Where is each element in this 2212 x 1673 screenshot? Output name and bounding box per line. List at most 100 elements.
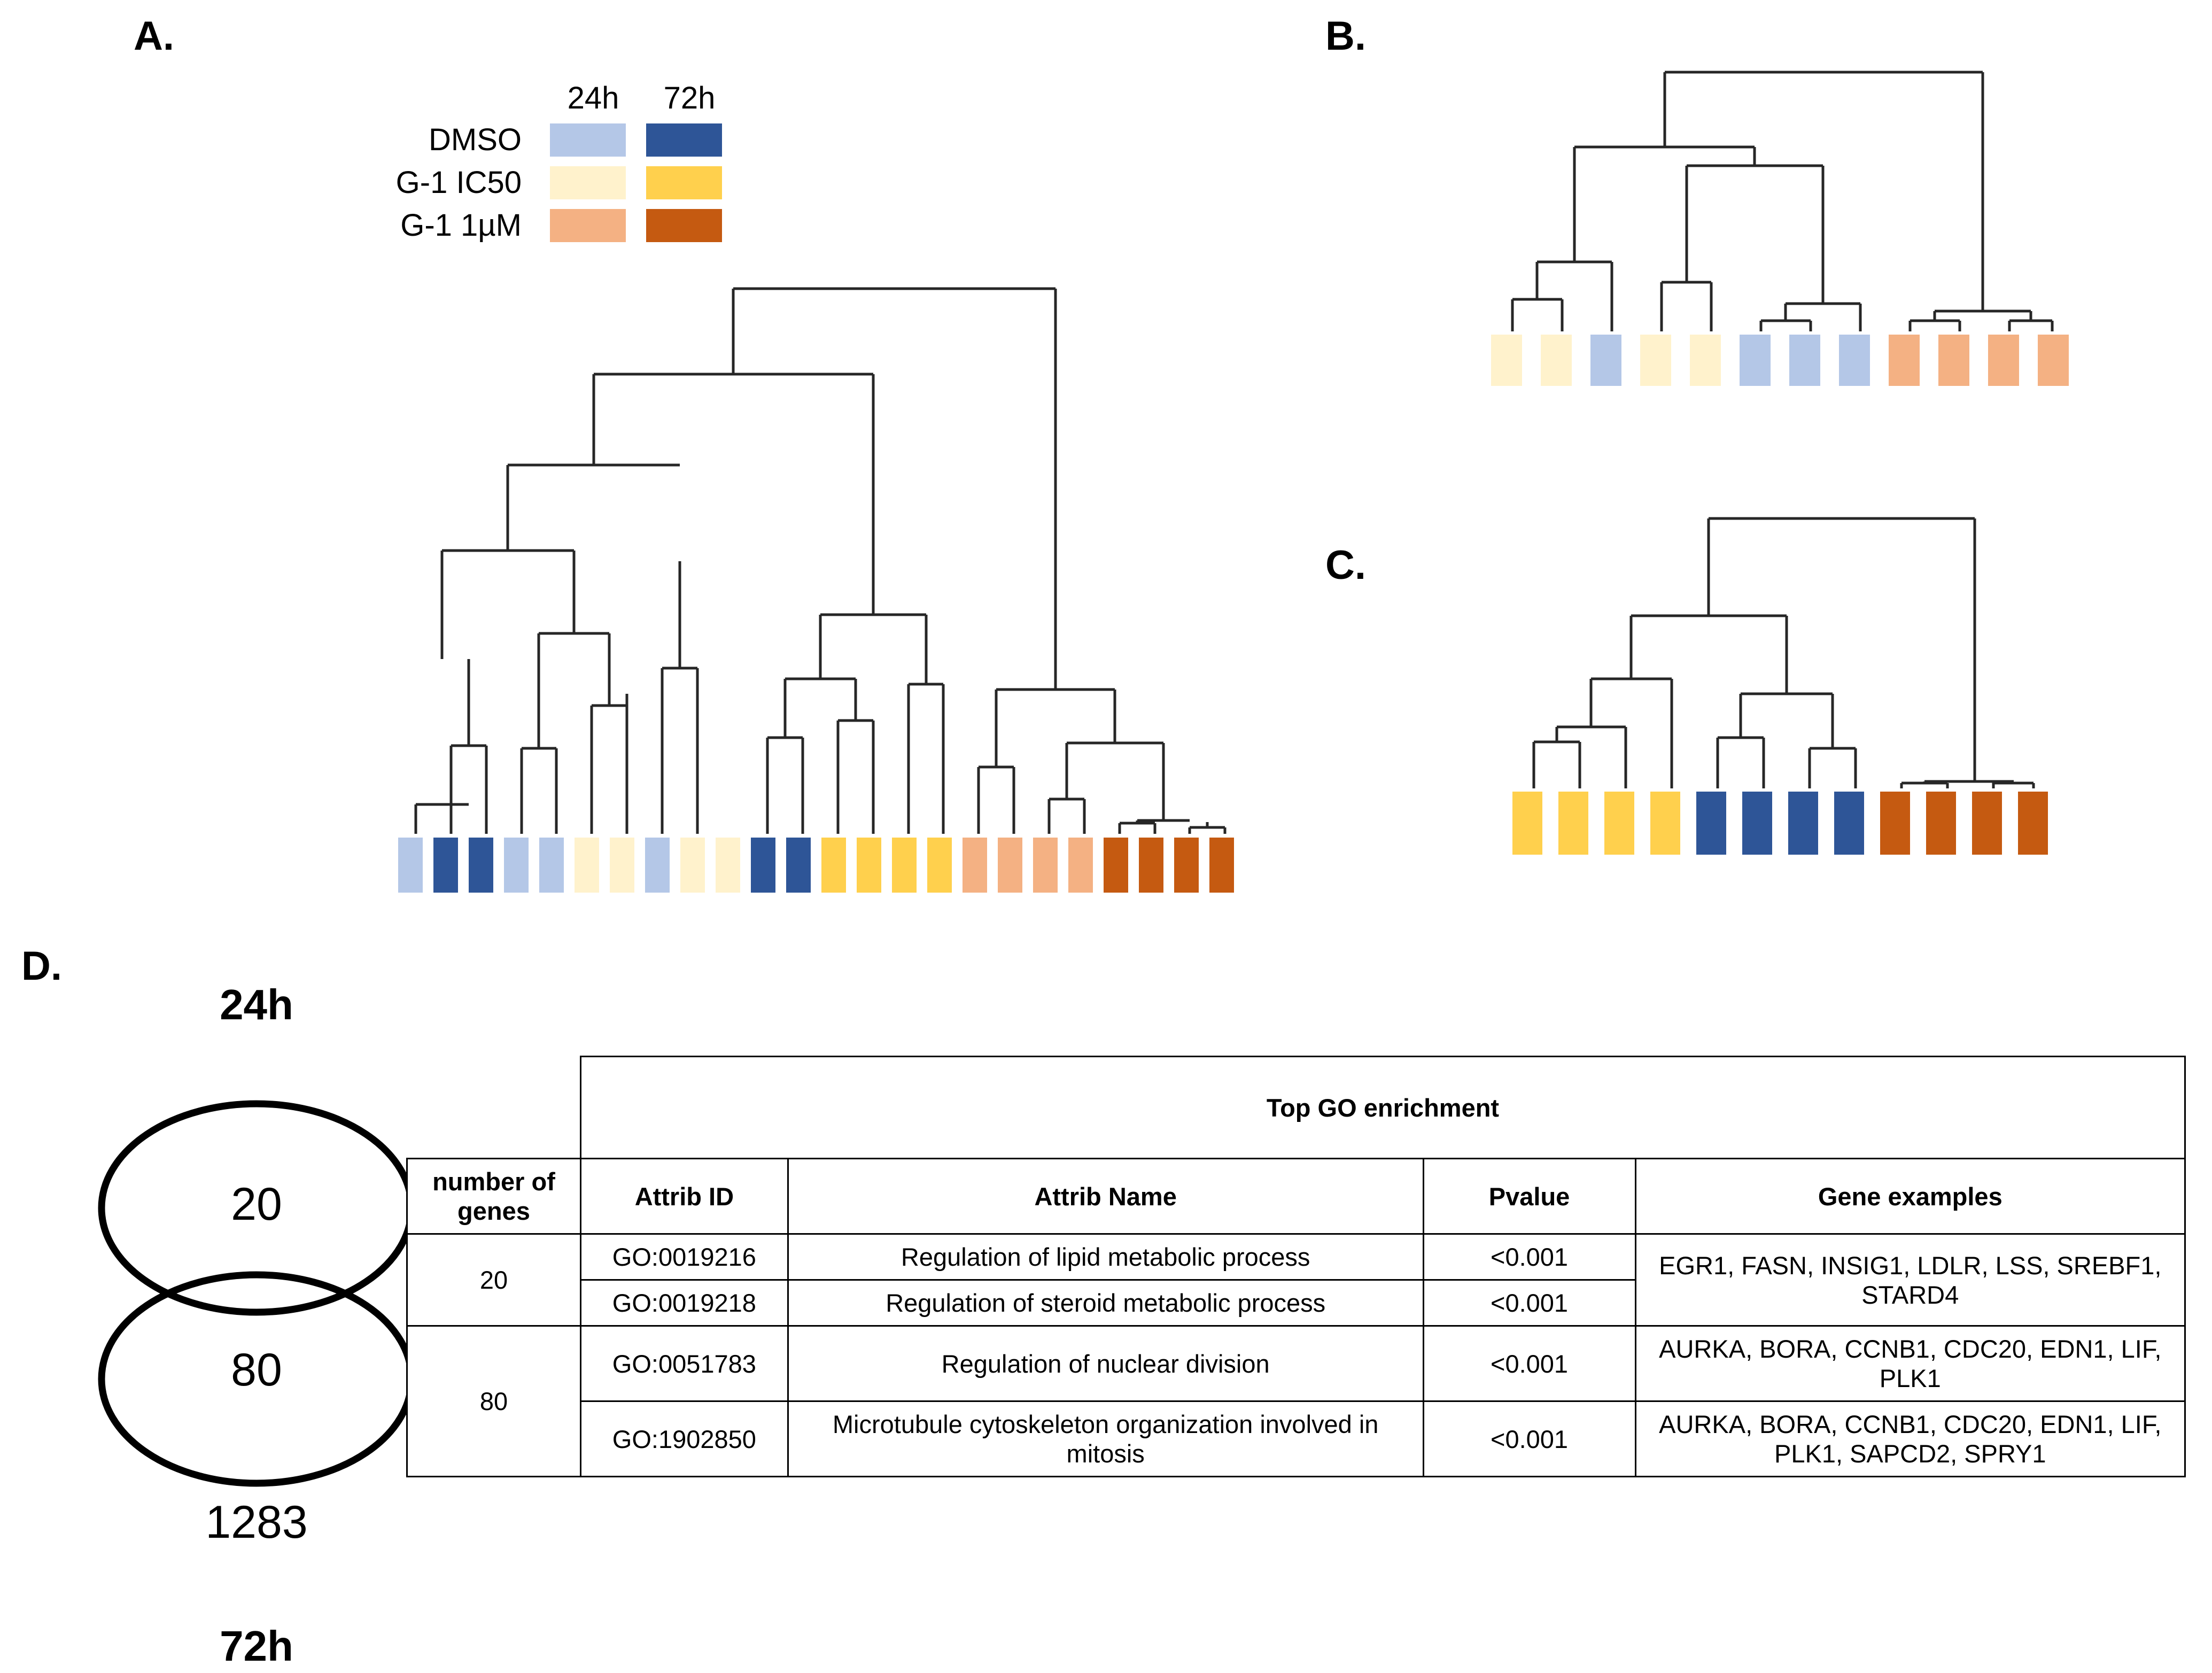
go-enrichment-table: Top GO enrichment number of genes Attrib… <box>406 1056 2186 1477</box>
dendrogram-panel-b <box>1491 32 2074 386</box>
cell-gene-examples: AURKA, BORA, CCNB1, CDC20, EDN1, LIF, PL… <box>1634 1325 2186 1402</box>
header-pvalue: Pvalue <box>1422 1158 1636 1235</box>
dendrogram-b-svg <box>1511 71 2054 331</box>
legend-swatch-g1-ic50-24h <box>550 166 626 199</box>
venn-value-shared: 80 <box>231 1344 282 1396</box>
legend-row-dmso: DMSO <box>353 123 738 157</box>
table-row: GO:1902850 Microtubule cytoskeleton orga… <box>407 1400 2186 1477</box>
leaf-bar <box>680 838 705 893</box>
table-supertitle-cell: Top GO enrichment <box>579 1056 2186 1159</box>
leaf-bar <box>1972 792 2002 855</box>
panel-d-label: D. <box>21 943 62 989</box>
leaf-bar <box>433 838 458 893</box>
leaf-bar <box>751 838 775 893</box>
cell-attrib-name: Regulation of steroid metabolic process <box>787 1279 1424 1327</box>
leaf-bar <box>857 838 881 893</box>
leaf-bar <box>610 838 634 893</box>
leaf-bar <box>398 838 423 893</box>
leaf-bar <box>1590 335 1621 386</box>
legend-row-g1-1um: G-1 1µM <box>353 209 738 242</box>
venn-top-label: 24h <box>220 981 293 1028</box>
legend-label-g1-ic50: G-1 IC50 <box>395 165 522 200</box>
dendrogram-b-leaf-bars <box>1491 335 2069 386</box>
legend-time-24h: 24h <box>567 81 619 115</box>
legend-swatch-g1-ic50-72h <box>646 166 722 199</box>
leaf-bar <box>1938 335 1969 386</box>
panel-c-label: C. <box>1325 543 1366 588</box>
leaf-bar <box>1789 335 1820 386</box>
leaf-bar <box>1788 792 1818 855</box>
leaf-bar <box>645 838 670 893</box>
leaf-bar <box>1104 838 1128 893</box>
table-header-row: number of genes Attrib ID Attrib Name Pv… <box>406 1158 2186 1235</box>
venn-bottom-label: 72h <box>220 1622 293 1670</box>
leaf-bar <box>2038 335 2069 386</box>
leaf-bar <box>786 838 811 893</box>
cell-pvalue: <0.001 <box>1422 1325 1636 1402</box>
leaf-bar <box>1889 335 1920 386</box>
leaf-bar <box>1880 792 1910 855</box>
cell-attrib-name: Microtubule cytoskeleton organization in… <box>787 1400 1424 1477</box>
leaf-bar <box>1988 335 2019 386</box>
table-row: 80 GO:0051783 Regulation of nuclear divi… <box>406 1325 2186 1477</box>
legend-swatch-g1-1um-24h <box>550 209 626 242</box>
legend-label-dmso: DMSO <box>429 122 522 157</box>
leaf-bar <box>1512 792 1542 855</box>
leaf-bar <box>469 838 493 893</box>
leaf-bar <box>1839 335 1870 386</box>
cell-attrib-name: Regulation of nuclear division <box>787 1325 1424 1402</box>
header-attrib-id: Attrib ID <box>579 1158 789 1235</box>
leaf-bar <box>927 838 952 893</box>
leaf-bar <box>1650 792 1680 855</box>
dendrogram-panel-a <box>398 208 1253 893</box>
cell-attrib-id: GO:0051783 <box>579 1325 789 1402</box>
leaf-bar <box>1926 792 1956 855</box>
cell-pvalue: <0.001 <box>1422 1279 1636 1327</box>
leaf-bar <box>1834 792 1864 855</box>
cell-pvalue: <0.001 <box>1422 1233 1636 1281</box>
header-gene-examples: Gene examples <box>1634 1158 2186 1235</box>
dendrogram-c-svg <box>1532 517 2035 788</box>
dendrogram-panel-c <box>1512 497 2058 855</box>
leaf-bar <box>892 838 917 893</box>
table-corner-blank <box>407 1057 581 1159</box>
leaf-bar <box>716 838 740 893</box>
legend-swatch-dmso-72h <box>646 123 722 157</box>
leaf-bar <box>998 838 1022 893</box>
leaf-bar <box>539 838 564 893</box>
leaf-bar <box>1604 792 1634 855</box>
leaf-bar <box>1742 792 1772 855</box>
legend-label-g1-1um: G-1 1µM <box>400 208 522 243</box>
header-number-of-genes: number of genes <box>406 1158 581 1235</box>
venn-value-72h-only: 1283 <box>205 1497 308 1548</box>
table-supertitle-row: Top GO enrichment <box>407 1056 2186 1159</box>
table-row: 20 GO:0019216 Regulation of lipid metabo… <box>406 1233 2186 1327</box>
dendrogram-a-svg <box>414 287 1227 834</box>
leaf-bar <box>1541 335 1572 386</box>
leaf-bar <box>1033 838 1058 893</box>
cell-attrib-id: GO:1902850 <box>579 1400 789 1477</box>
leaf-bar <box>1209 838 1234 893</box>
leaf-bar <box>1174 838 1199 893</box>
leaf-bar <box>1696 792 1726 855</box>
dendrogram-a-leaf-bars <box>398 838 1234 893</box>
leaf-bar <box>1491 335 1522 386</box>
venn-value-24h-only: 20 <box>231 1179 282 1230</box>
leaf-bar <box>1640 335 1671 386</box>
legend-time-72h: 72h <box>663 81 716 115</box>
cell-attrib-name: Regulation of lipid metabolic process <box>787 1233 1424 1281</box>
legend-time-headers: 24h 72h <box>545 83 738 114</box>
leaf-bar <box>1690 335 1721 386</box>
legend-swatch-g1-1um-72h <box>646 209 722 242</box>
leaf-bar <box>1139 838 1163 893</box>
leaf-bar <box>1068 838 1093 893</box>
panel-b-label: B. <box>1325 13 1366 59</box>
venn-diagram: 24h 20 80 1283 72h <box>86 983 428 1673</box>
cell-pvalue: <0.001 <box>1422 1400 1636 1477</box>
leaf-bar <box>2018 792 2048 855</box>
leaf-bar <box>504 838 529 893</box>
cell-gene-examples: EGR1, FASN, INSIG1, LDLR, LSS, SREBF1, S… <box>1634 1233 2186 1327</box>
cell-attrib-id: GO:0019216 <box>579 1233 789 1281</box>
leaf-bar <box>821 838 846 893</box>
legend-row-g1-ic50: G-1 IC50 <box>353 166 738 199</box>
